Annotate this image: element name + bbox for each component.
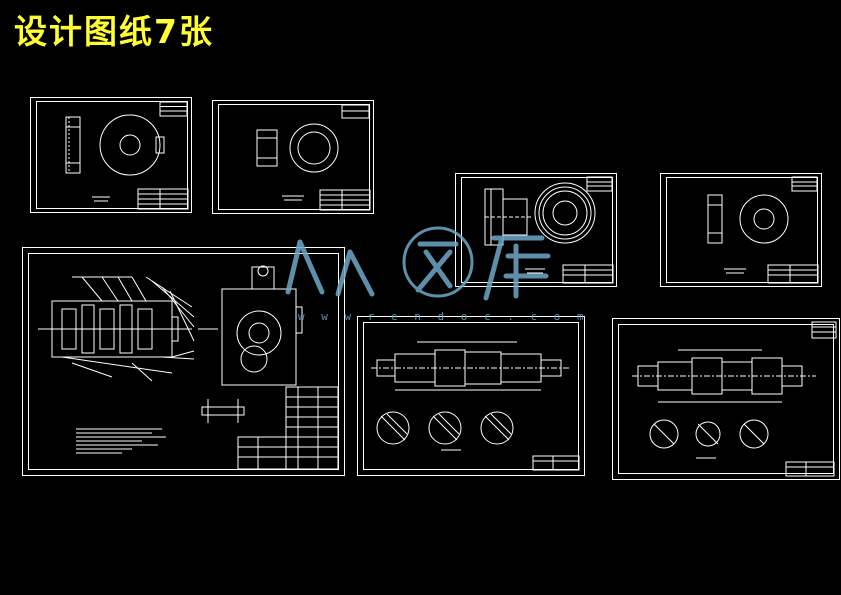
gear-drawing-3[interactable] xyxy=(455,173,617,287)
gear-blank-drawing-1[interactable] xyxy=(30,97,192,213)
gear-drawing-4[interactable] xyxy=(660,173,822,287)
page-title: 设计图纸7张 xyxy=(14,12,214,51)
gearbox-assembly-drawing[interactable] xyxy=(22,247,345,476)
shaft-drawing-2[interactable] xyxy=(612,318,840,480)
gear-blank-drawing-2[interactable] xyxy=(212,100,374,214)
shaft-drawing-1[interactable] xyxy=(357,316,585,476)
